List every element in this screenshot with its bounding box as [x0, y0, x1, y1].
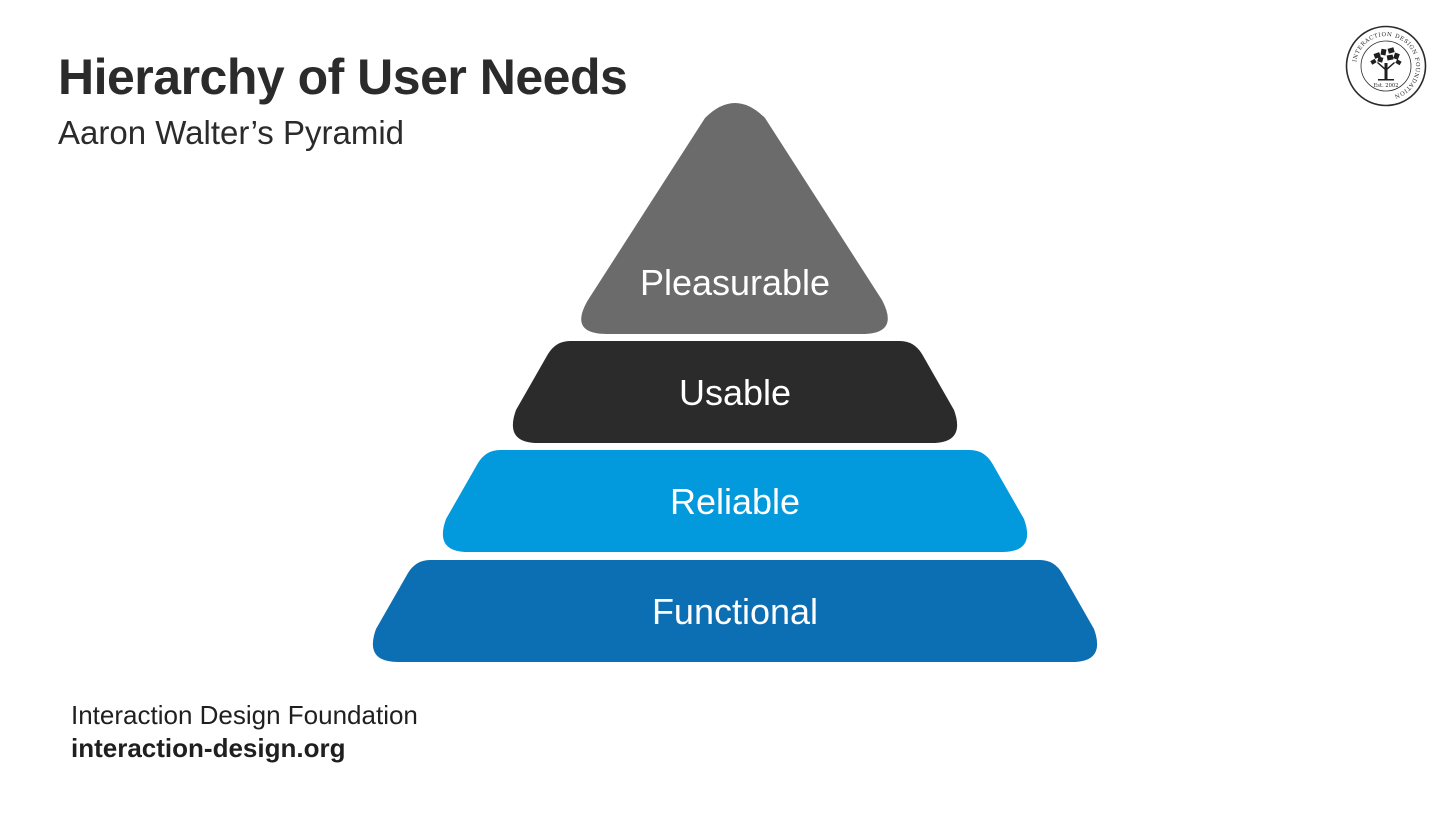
pyramid-level-shape: [581, 103, 888, 334]
footer-url: interaction-design.org: [71, 733, 346, 763]
pyramid-level-reliable: Reliable: [442, 450, 1028, 552]
pyramid-level-label: Functional: [652, 591, 818, 632]
pyramid-level-label: Usable: [679, 372, 791, 413]
pyramid-level-shape: [442, 450, 1028, 552]
pyramid-level-shape: [512, 341, 958, 443]
pyramid-level-shape: [372, 560, 1098, 662]
pyramid-level-usable: Usable: [512, 341, 958, 443]
tree-of-books-icon: [1370, 47, 1402, 81]
page-title: Hierarchy of User Needs: [58, 49, 628, 105]
pyramid-level-label: Pleasurable: [640, 262, 830, 303]
page-subtitle: Aaron Walter’s Pyramid: [58, 114, 405, 151]
footer-organization: Interaction Design Foundation: [71, 700, 418, 730]
logo-established: Est. 2002: [1373, 83, 1398, 89]
pyramid-level-pleasurable: Pleasurable: [581, 103, 888, 334]
pyramid-level-label: Reliable: [670, 481, 800, 522]
foundation-logo: INTERACTION DESIGN FOUNDATION Est. 2002: [1345, 25, 1427, 107]
pyramid-level-functional: Functional: [372, 560, 1098, 662]
